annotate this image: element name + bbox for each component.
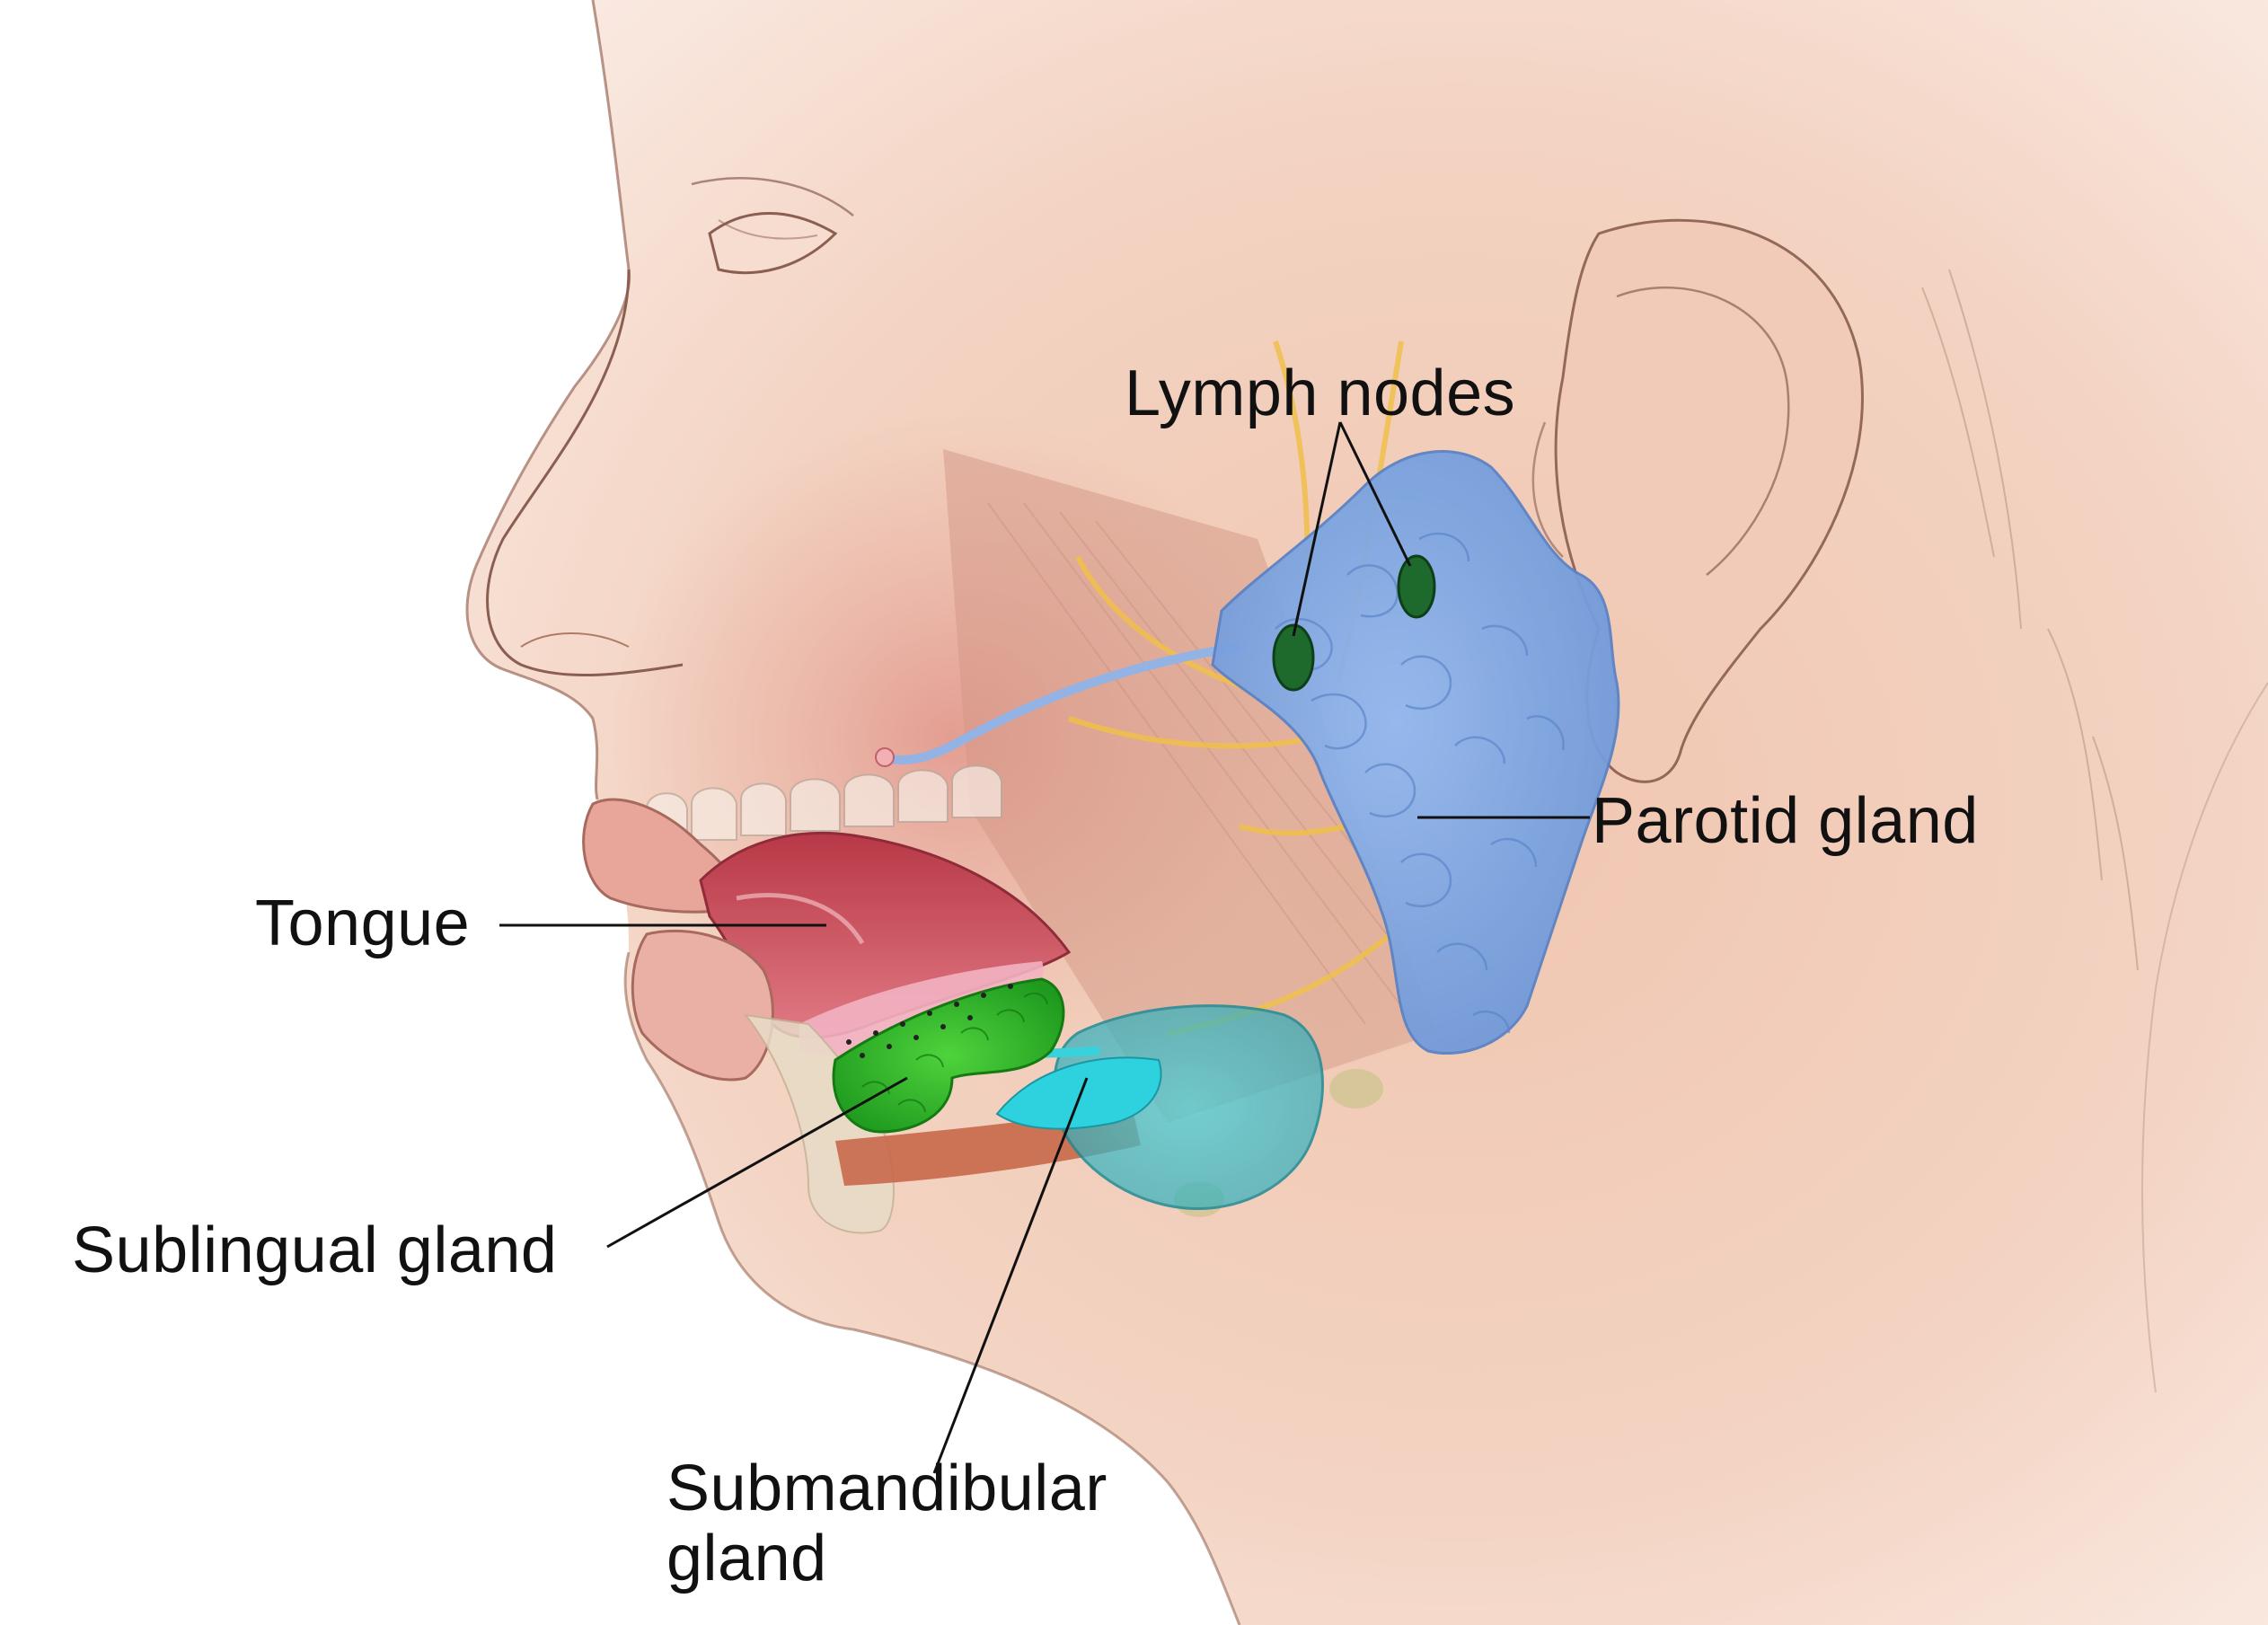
lymph-nodes-label: Lymph nodes <box>1125 358 1516 429</box>
face-contour <box>465 0 631 800</box>
leader-lines <box>499 421 1590 1474</box>
leader-lymph-right <box>1338 421 1412 567</box>
parotid-gland-shape <box>1211 450 1620 1055</box>
sublingual-gland-shape <box>832 977 1065 1134</box>
submandibular-gland-label: Submandibular gland <box>666 1453 1108 1594</box>
chin-contour <box>623 951 1241 1625</box>
submandibular-label-line2: gland <box>666 1523 827 1594</box>
lymph-node-2 <box>1397 554 1436 619</box>
submandibular-label-line1: Submandibular <box>666 1453 1108 1524</box>
parotid-gland-label: Parotid gland <box>1592 785 1979 857</box>
lymph-node-1 <box>1272 623 1315 692</box>
eye <box>708 212 838 275</box>
leader-lymph-left <box>1292 421 1342 637</box>
tongue-label: Tongue <box>255 888 471 959</box>
leader-sublingual <box>606 1076 908 1249</box>
sublingual-gland-label: Sublingual gland <box>72 1214 558 1286</box>
leader-submandibular <box>932 1077 1089 1474</box>
lower-lip <box>631 929 774 1082</box>
nose <box>486 269 684 677</box>
ear <box>1554 218 1864 783</box>
parotid-duct <box>885 642 1244 765</box>
